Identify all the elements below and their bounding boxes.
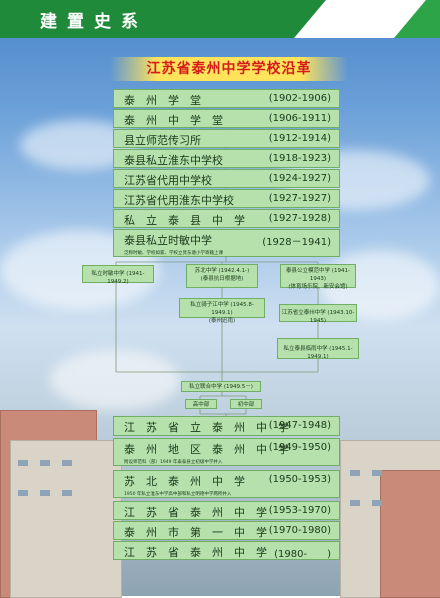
branch-box-right2: 江苏省立泰州中学 (1943.10-1945) — [279, 304, 357, 324]
timeline-box: 江 苏 省 泰 州 中 学 (1980- ) — [113, 541, 340, 560]
header-title: 建置史系 — [40, 12, 148, 32]
timeline-box: 苏 北 泰 州 中 学 (1950-1953) 1950 年私立淮东中学高中部和… — [113, 470, 340, 498]
branch-box-right3: 私立泰县临雨中学 (1945.1-1949.1) — [277, 338, 359, 360]
main-title: 江苏省泰州中学学校沿革 — [146, 61, 312, 77]
timeline-box: 江 苏 省 泰 州 中 学 (1953-1970) — [113, 501, 340, 520]
timeline-box: 泰 州 中 学 堂 (1906-1911) — [113, 109, 340, 128]
high-school-box: 高中部 — [185, 399, 217, 409]
branch-box-right1: 泰县公立模范中学 (1941-1943) (体育场乐院、新安会馆) — [280, 264, 356, 290]
timeline-box: 江苏省代用中学校 (1924-1927) — [113, 169, 340, 188]
main-title-banner: 江苏省泰州中学学校沿革 — [110, 57, 348, 81]
timeline-box: 江苏省代用淮东中学校 (1927-1927) — [113, 189, 340, 208]
timeline-box: 泰县私立淮东中学校 (1918-1923) — [113, 149, 340, 168]
branch-box-left: 私立时敏中学 (1941-1949.2) — [82, 265, 154, 285]
branch-box-mid2: 私立骑子江中学 (1945.8-1949.1) (泰州迅雨) — [179, 298, 265, 324]
merge-box: 私立联合中学 (1949.5－) — [181, 381, 261, 392]
timeline-box: 泰 州 学 堂 (1902-1906) — [113, 89, 340, 108]
timeline-box-shimin: 泰县私立时敏中学 (1928－1941) 泛称时敏、学校如家、学校立贤东塘小学寄… — [113, 229, 340, 257]
cloud — [50, 350, 180, 410]
junior-school-box: 初中部 — [230, 399, 262, 409]
school-building — [380, 470, 440, 598]
timeline-box: 私 立 泰 县 中 学 (1927-1928) — [113, 209, 340, 228]
timeline-box: 泰 州 市 第 一 中 学 (1970-1980) — [113, 521, 340, 540]
timeline-box: 江 苏 省 立 泰 州 中 学 (1947-1948) — [113, 416, 340, 436]
branch-box-mid1: 苏北中学 (1942.4.1-) (泰县抗日根据地) — [186, 264, 258, 288]
timeline-box: 泰 州 地 区 泰 州 中 学 (1949-1950) 附设师范科（部）1949… — [113, 438, 340, 466]
header-bar: 建置史系 — [0, 0, 440, 38]
timeline-box: 县立师范传习所 (1912-1914) — [113, 129, 340, 148]
